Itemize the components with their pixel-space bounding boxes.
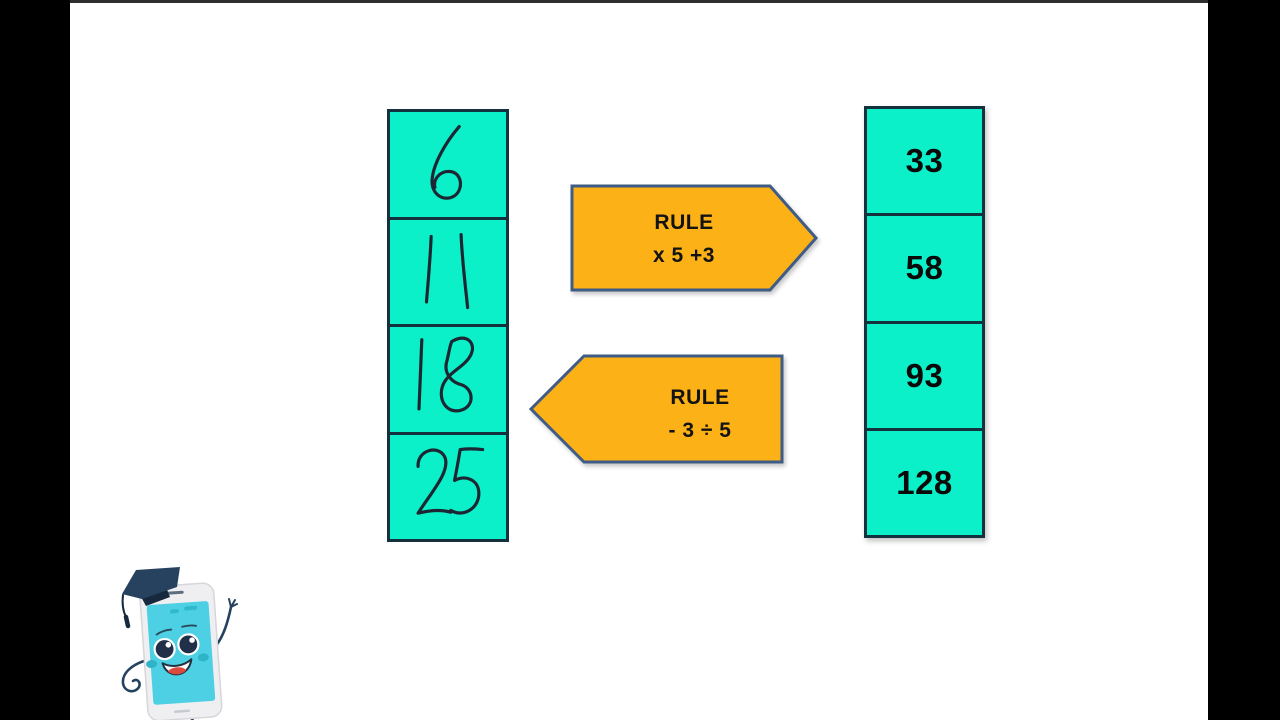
phone-screen bbox=[146, 601, 216, 705]
output-cell: 58 bbox=[867, 213, 982, 320]
mascot-phone-body bbox=[139, 582, 223, 720]
output-value: 128 bbox=[896, 463, 953, 501]
output-cell: 128 bbox=[867, 427, 982, 535]
output-column: 33 58 93 128 bbox=[864, 106, 985, 538]
graduation-cap-icon bbox=[121, 567, 180, 629]
eye-glint bbox=[165, 641, 172, 648]
eye-glint bbox=[189, 637, 195, 643]
arrow-left-shape bbox=[528, 354, 784, 464]
phone-home-line bbox=[174, 709, 190, 713]
rule-forward-formula: x 5 +3 bbox=[653, 244, 715, 267]
output-value: 33 bbox=[905, 142, 944, 180]
output-cell: 33 bbox=[867, 109, 982, 213]
handwritten-number-25: 25 bbox=[416, 447, 485, 515]
mascot-cheek bbox=[197, 653, 209, 662]
rule-forward-title: RULE bbox=[654, 211, 713, 234]
handwritten-number-18: 18 bbox=[417, 336, 474, 413]
rule-inverse-title: RULE bbox=[670, 386, 729, 409]
output-cell: 93 bbox=[867, 320, 982, 428]
arrow-right-shape bbox=[570, 184, 819, 292]
output-value: 93 bbox=[905, 356, 944, 394]
input-column: 6 11 18 25 bbox=[387, 109, 509, 542]
mascot-cheek bbox=[146, 659, 158, 669]
phone-mascot-illustration bbox=[121, 567, 238, 720]
input-cell: 18 bbox=[390, 324, 506, 432]
screen-glare bbox=[169, 609, 179, 614]
mascot-eye bbox=[177, 633, 200, 656]
rule-inverse-arrow: RULE - 3 ÷ 5 bbox=[528, 354, 784, 464]
handwritten-number-6: 6 bbox=[430, 125, 462, 201]
mascot-face bbox=[146, 624, 209, 676]
mascot-eyebrows bbox=[155, 624, 197, 636]
cap-tassel-end bbox=[123, 614, 131, 629]
input-cell: 6 bbox=[390, 112, 506, 217]
rule-forward-arrow: RULE x 5 +3 bbox=[570, 184, 819, 292]
mascot-eye bbox=[153, 637, 176, 661]
rule-inverse-formula: - 3 ÷ 5 bbox=[669, 419, 732, 442]
lesson-slide: 6 11 18 25 bbox=[70, 0, 1208, 720]
mascot-left-arm bbox=[121, 659, 146, 693]
screen-glare bbox=[184, 605, 198, 611]
handwritten-number-11: 11 bbox=[424, 232, 470, 309]
output-value: 58 bbox=[905, 249, 944, 287]
mascot-hand bbox=[228, 598, 238, 608]
input-cell: 25 bbox=[390, 431, 506, 540]
input-cell: 11 bbox=[390, 216, 506, 325]
cap-tassel bbox=[121, 594, 127, 618]
mascot-tongue bbox=[167, 667, 188, 676]
